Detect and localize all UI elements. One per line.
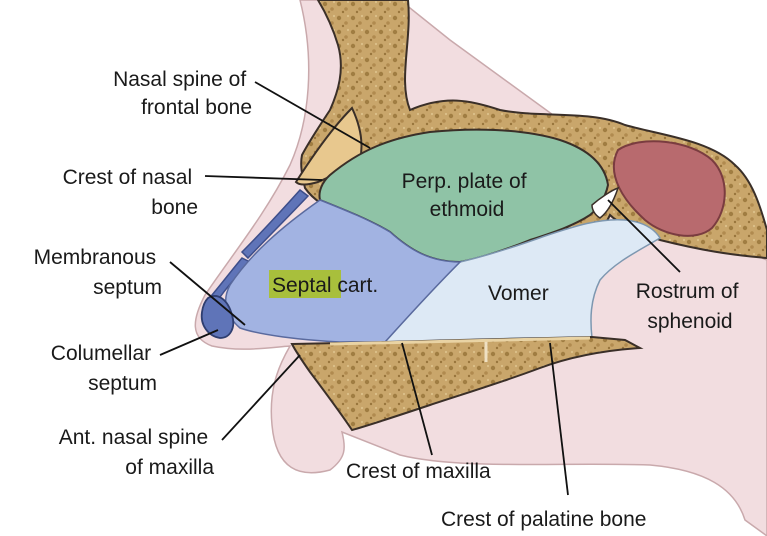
label-septal-cartilage: Septal cart. <box>272 274 378 297</box>
label-crest-of-palatine-bone: Crest of palatine bone <box>441 508 646 531</box>
label-ant-nasal-spine: Ant. nasal spine of maxilla <box>59 426 215 479</box>
label-crest-nasal-bone: Crest of nasal bone <box>63 166 198 219</box>
label-nasal-spine-frontal-bone: Nasal spine of frontal bone <box>113 68 252 119</box>
label-vomer: Vomer <box>488 282 549 305</box>
label-membranous-septum: Membranous septum <box>34 246 162 299</box>
label-crest-of-maxilla: Crest of maxilla <box>346 460 491 483</box>
label-columellar-septum: Columellar septum <box>51 342 157 395</box>
